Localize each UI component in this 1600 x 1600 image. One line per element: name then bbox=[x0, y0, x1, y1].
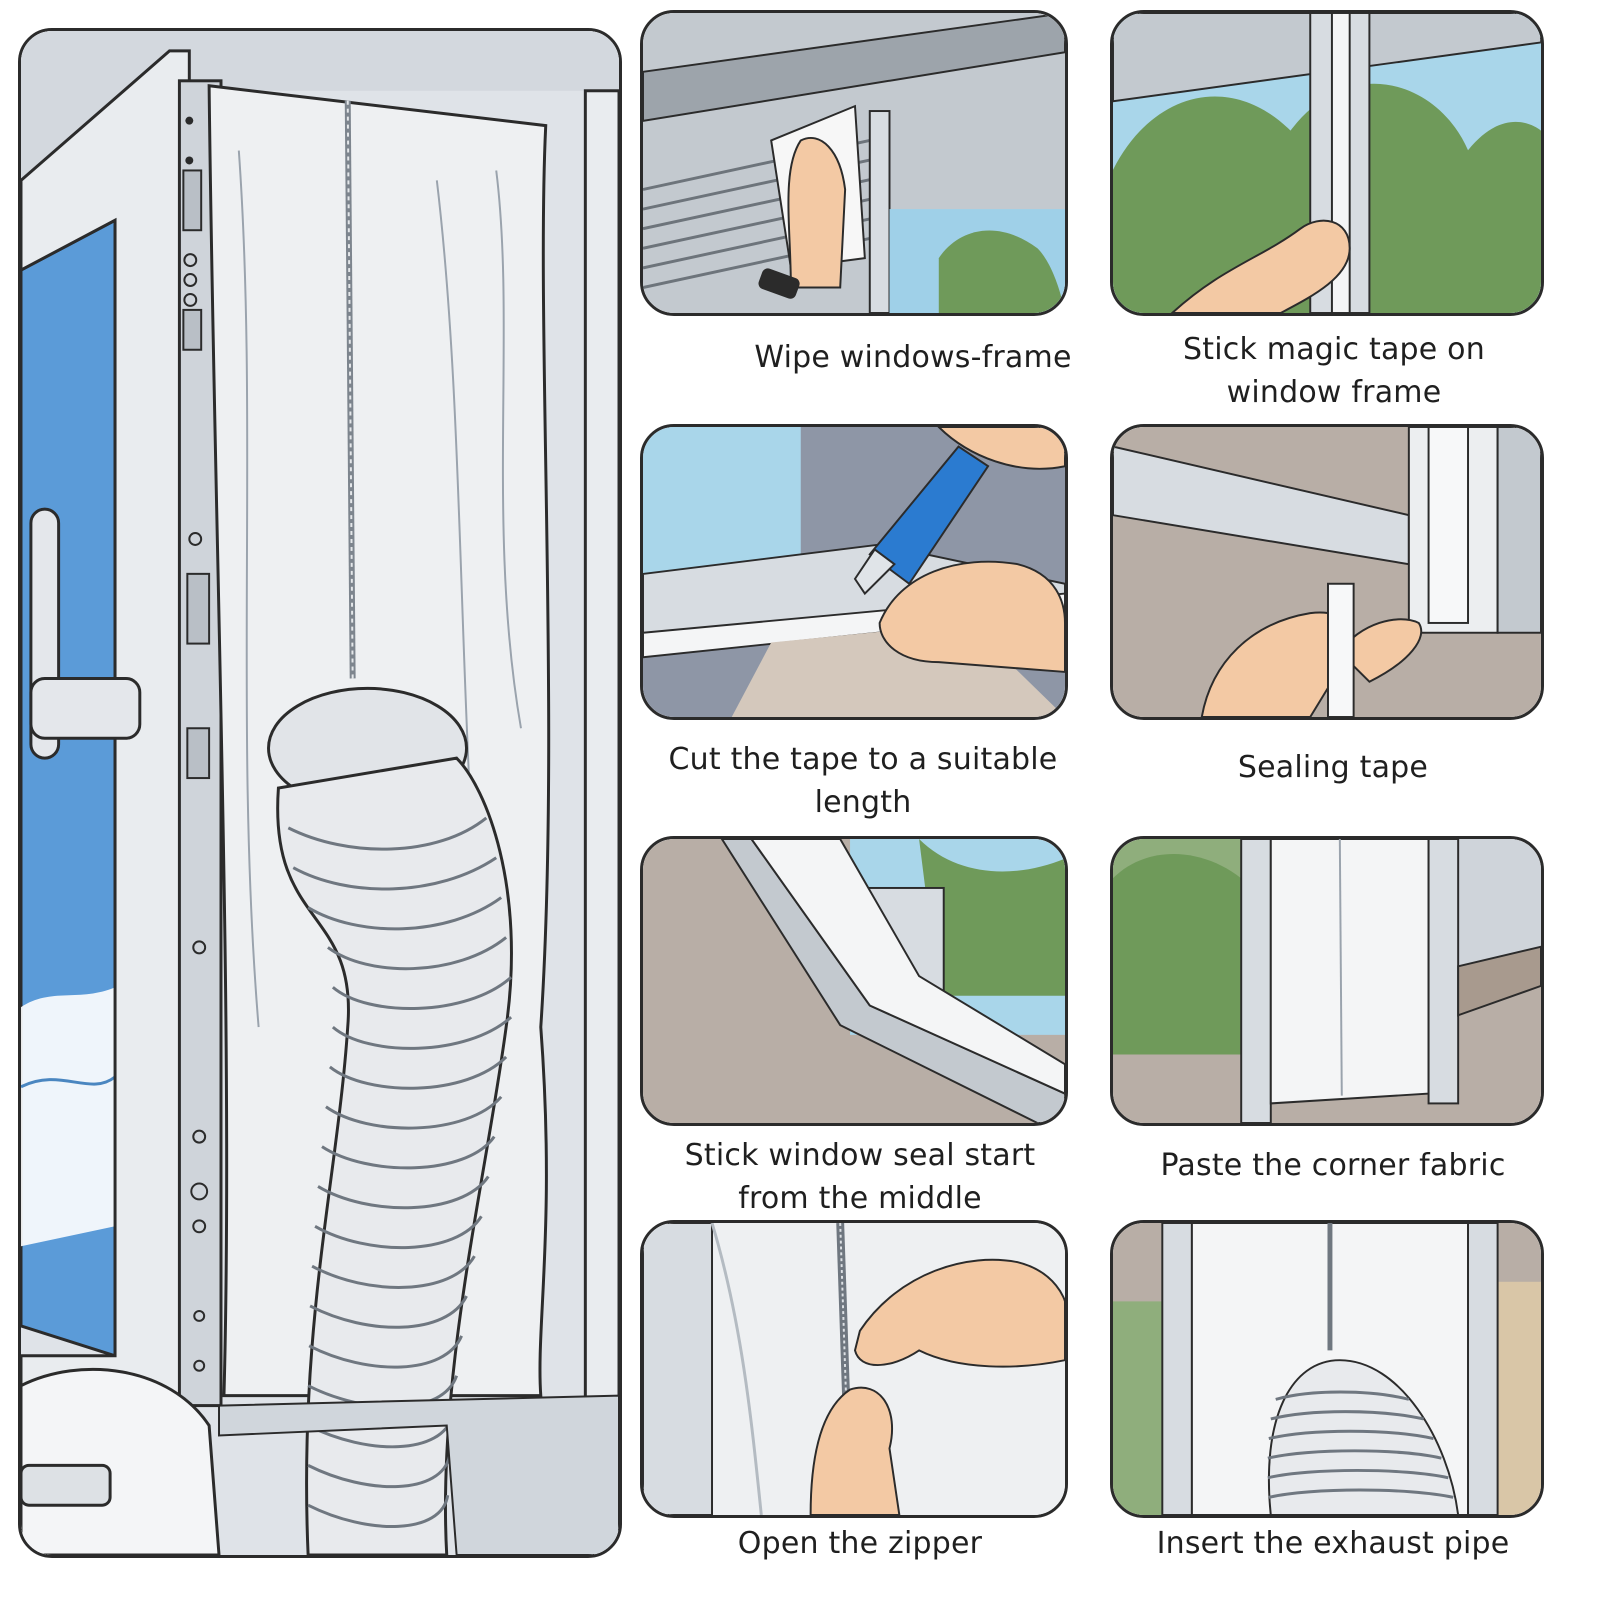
step-6-label: Paste the corner fabric bbox=[1160, 1148, 1506, 1183]
step-6-image bbox=[1110, 836, 1544, 1126]
step-7-image bbox=[640, 1220, 1068, 1518]
step-2-image bbox=[1110, 10, 1544, 316]
step-3-image bbox=[640, 424, 1068, 720]
window-seal-icon bbox=[643, 839, 1065, 1123]
step-4-label: Sealing tape bbox=[1237, 750, 1429, 785]
window-seal-with-exhaust-hose-icon bbox=[21, 31, 619, 1555]
step-1-caption: Wipe windows-frame bbox=[640, 336, 1186, 379]
hands-opening-zipper-icon bbox=[643, 1223, 1065, 1515]
step-1-label: Wipe windows-frame bbox=[754, 340, 1072, 375]
step-4-caption: Sealing tape bbox=[1110, 746, 1556, 789]
hand-sticking-tape-icon bbox=[1113, 13, 1541, 313]
step-7-label: Open the zipper bbox=[737, 1526, 983, 1561]
step-4-image bbox=[1110, 424, 1544, 720]
step-7-caption: Open the zipper bbox=[640, 1522, 1080, 1565]
main-illustration bbox=[18, 28, 622, 1558]
hand-wiping-window-frame-icon bbox=[643, 13, 1065, 313]
step-8-image bbox=[1110, 1220, 1544, 1518]
hands-cutting-tape-icon bbox=[643, 427, 1065, 717]
step-1-image bbox=[640, 10, 1068, 316]
step-3-label-line2: length bbox=[814, 785, 912, 820]
step-2-caption: Stick magic tape on window frame bbox=[1110, 328, 1558, 414]
step-3-label-line1: Cut the tape to a suitable bbox=[668, 742, 1058, 777]
step-2-label-line1: Stick magic tape on bbox=[1183, 332, 1485, 367]
hands-sealing-tape-icon bbox=[1113, 427, 1541, 717]
step-5-label-line2: from the middle bbox=[738, 1181, 982, 1216]
step-6-caption: Paste the corner fabric bbox=[1110, 1144, 1556, 1187]
step-5-label-line1: Stick window seal start bbox=[684, 1138, 1036, 1173]
step-2-label-line2: window frame bbox=[1226, 375, 1442, 410]
corner-fabric-icon bbox=[1113, 839, 1541, 1123]
step-5-image bbox=[640, 836, 1068, 1126]
exhaust-pipe-inserted-icon bbox=[1113, 1223, 1541, 1515]
step-3-caption: Cut the tape to a suitable length bbox=[640, 738, 1086, 824]
step-8-caption: Insert the exhaust pipe bbox=[1110, 1522, 1556, 1565]
step-5-caption: Stick window seal start from the middle bbox=[640, 1134, 1080, 1220]
step-8-label: Insert the exhaust pipe bbox=[1156, 1526, 1510, 1561]
